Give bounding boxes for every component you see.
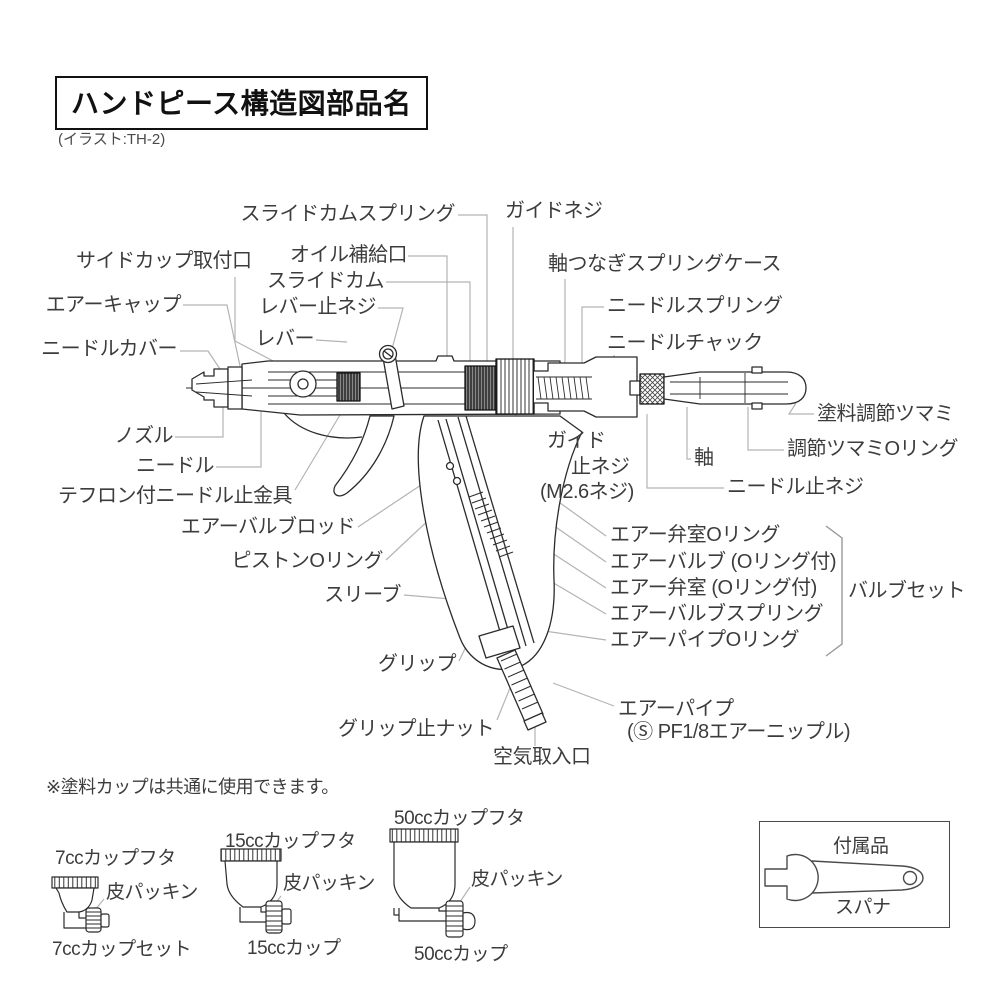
label-15cc-cup-lid: 15ccカップフタ bbox=[225, 831, 356, 852]
label-air-pipe-line1: エアーパイプ bbox=[618, 698, 734, 720]
label-grip: グリップ bbox=[378, 653, 457, 675]
label-shaft-spring-case: 軸つなぎスプリングケース bbox=[548, 253, 782, 275]
label-50cc-packing: 皮パッキン bbox=[471, 869, 563, 890]
label-adjust-knob-oring: 調節ツマミOリング bbox=[787, 438, 959, 460]
accessory-box bbox=[759, 821, 950, 928]
label-shaft: 軸 bbox=[694, 447, 714, 469]
label-air-valve-with-oring: エアーバルブ (Oリング付) bbox=[610, 551, 837, 573]
label-slide-cam-spring: スライドカムスプリング bbox=[240, 203, 456, 225]
label-valve-set: バルブセット bbox=[848, 580, 966, 602]
slide-cam-shape bbox=[464, 365, 497, 411]
label-7cc-cup-lid: 7ccカップフタ bbox=[55, 848, 176, 869]
label-air-pipe-oring: エアーパイプOリング bbox=[610, 629, 800, 651]
page-title: ハンドピース構造図部品名 bbox=[55, 76, 428, 130]
common-cup-note: ※塗料カップは共通に使用できます。 bbox=[46, 777, 339, 797]
label-piston-oring: ピストンOリング bbox=[231, 550, 383, 572]
label-7cc-cup-set: 7ccカップセット bbox=[52, 939, 192, 960]
label-teflon-needle-fitting: テフロン付ニードル止金具 bbox=[58, 485, 293, 507]
label-side-cup-port: サイドカップ取付口 bbox=[76, 250, 252, 272]
label-oil-port: オイル補給口 bbox=[290, 244, 408, 266]
cup-15cc-illustration bbox=[220, 848, 292, 934]
label-grip-stop-nut: グリップ止ナット bbox=[338, 718, 495, 740]
label-15cc-packing: 皮パッキン bbox=[283, 873, 375, 894]
label-air-valve-chamber-oring: エアー弁室Oリング bbox=[610, 524, 780, 546]
label-needle-spring: ニードルスプリング bbox=[607, 295, 783, 317]
cup-7cc-illustration bbox=[51, 876, 110, 933]
label-needle-stop-screw: ニードル止ネジ bbox=[727, 476, 864, 498]
label-slide-cam: スライドカム bbox=[267, 270, 385, 292]
label-air-pipe-line2: (Ⓢ PF1/8エアーニップル) bbox=[627, 721, 851, 743]
lever-shape bbox=[378, 344, 405, 410]
nozzle-shape bbox=[191, 366, 253, 410]
label-needle-chuck: ニードルチャック bbox=[607, 332, 763, 354]
accessory-box-title: 付属品 bbox=[833, 836, 889, 857]
trigger-shape bbox=[333, 415, 395, 497]
label-spanner: スパナ bbox=[835, 897, 891, 918]
label-guide-stop-screw-line3: (M2.6ネジ) bbox=[540, 481, 634, 503]
label-guide-screw: ガイドネジ bbox=[505, 200, 603, 222]
label-nozzle: ノズル bbox=[114, 425, 174, 447]
valve-set-bracket bbox=[825, 525, 843, 657]
label-paint-adjust-knob: 塗料調節ツマミ bbox=[817, 403, 954, 425]
handpiece-illustration bbox=[186, 344, 807, 731]
label-lever-stop-screw: レバー止ネジ bbox=[259, 296, 377, 318]
cup-50cc-illustration bbox=[389, 828, 476, 938]
illustration-ref: (イラスト:TH-2) bbox=[58, 131, 166, 148]
label-needle: ニードル bbox=[136, 455, 215, 477]
needle-chuck-shape bbox=[639, 373, 665, 405]
label-air-valve-rod: エアーバルブロッド bbox=[180, 516, 356, 538]
label-50cc-cup-lid: 50ccカップフタ bbox=[394, 808, 525, 829]
label-7cc-packing: 皮パッキン bbox=[106, 882, 198, 903]
spring-case-shape bbox=[534, 356, 638, 418]
label-guide-stop-screw-line2: 止ネジ bbox=[571, 456, 630, 478]
guide-screw-shape bbox=[495, 358, 535, 415]
label-air-intake: 空気取入口 bbox=[493, 746, 591, 768]
label-air-valve-chamber-with-oring: エアー弁室 (Oリング付) bbox=[610, 577, 817, 599]
label-air-valve-spring: エアーバルブスプリング bbox=[610, 603, 824, 625]
label-lever: レバー bbox=[255, 328, 315, 350]
label-needle-cover: ニードルカバー bbox=[41, 338, 177, 360]
label-50cc-cup: 50ccカップ bbox=[414, 944, 508, 965]
teflon-fitting-shape bbox=[336, 372, 361, 402]
grip-assembly bbox=[417, 415, 583, 731]
label-sleeve: スリーブ bbox=[324, 584, 401, 606]
label-guide-stop-screw-line1: ガイド bbox=[547, 430, 606, 452]
tail-shape bbox=[663, 366, 807, 410]
open-end-wrench-icon bbox=[764, 853, 924, 902]
label-air-cap: エアーキャップ bbox=[45, 294, 182, 316]
label-15cc-cup: 15ccカップ bbox=[247, 938, 341, 959]
